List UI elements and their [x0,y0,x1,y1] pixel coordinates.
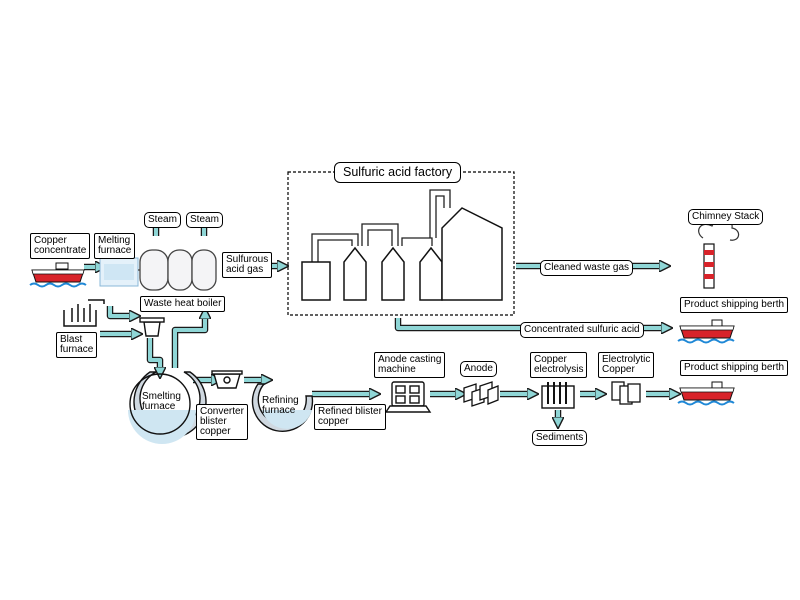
label-smelting-furnace: Smelting furnace [142,391,181,412]
factory-piping [311,189,451,262]
anode-casting-machine [384,381,432,413]
label-steam-2: Steam [186,212,223,228]
label-product-shipping-berth-2: Product shipping berth [680,360,789,376]
anode-plates [463,381,499,407]
label-copper-concentrate: Copper concentrate [30,233,91,259]
label-blast-furnace: Blast furnace [56,332,98,358]
label-product-shipping-berth-1: Product shipping berth [680,297,789,313]
label-copper-electrolysis: Copper electrolysis [530,352,588,378]
absorption-tower-3 [419,246,443,301]
pipe-to-smelting [148,338,160,368]
label-steam-1: Steam [144,212,181,228]
label-refined-blister-copper: Refined blister copper [314,404,386,430]
label-concentrated-sulfuric-acid: Concentrated sulfuric acid [520,322,644,338]
label-sulfuric-acid-factory: Sulfuric acid factory [334,162,462,183]
waste-heat-boiler [138,249,217,291]
smelting-furnace [128,371,207,444]
absorption-tower-1 [343,246,367,301]
label-sediments: Sediments [532,430,588,446]
converter-vessel [139,317,165,337]
absorption-tower-2 [381,246,405,301]
electrolytic-copper-sheets [611,381,641,405]
label-waste-heat-boiler: Waste heat boiler [140,296,226,312]
label-refining-furnace: Refining furnace [262,395,299,416]
pipe-melting-to-converter [108,306,130,316]
label-converter-blister-copper: Converter blister copper [196,404,248,440]
chimney-stack [698,218,740,289]
melting-furnace [99,257,139,287]
label-chimney-stack: Chimney Stack [688,209,764,225]
copper-product-ship [677,381,735,406]
converter-blister-copper-vessel [211,370,243,389]
label-anode: Anode [460,361,497,377]
main-converter-building [441,207,503,301]
label-sulfurous-acid-gas: Sulfurous acid gas [222,252,273,278]
electrolysis-tank [541,382,575,409]
label-anode-casting-machine: Anode casting machine [374,352,446,378]
pipe-smelting-to-boiler [173,318,205,368]
label-melting-furnace: Melting furnace [94,233,136,259]
blast-furnace [63,299,105,327]
refining-furnace [251,383,314,432]
label-cleaned-waste-gas: Cleaned waste gas [540,260,634,276]
concentrate-ship [29,262,87,288]
acid-product-ship [677,319,735,344]
scrubber-tower [301,261,331,301]
label-electrolytic-copper: Electrolytic Copper [598,352,655,378]
factory-vessels [301,207,503,301]
